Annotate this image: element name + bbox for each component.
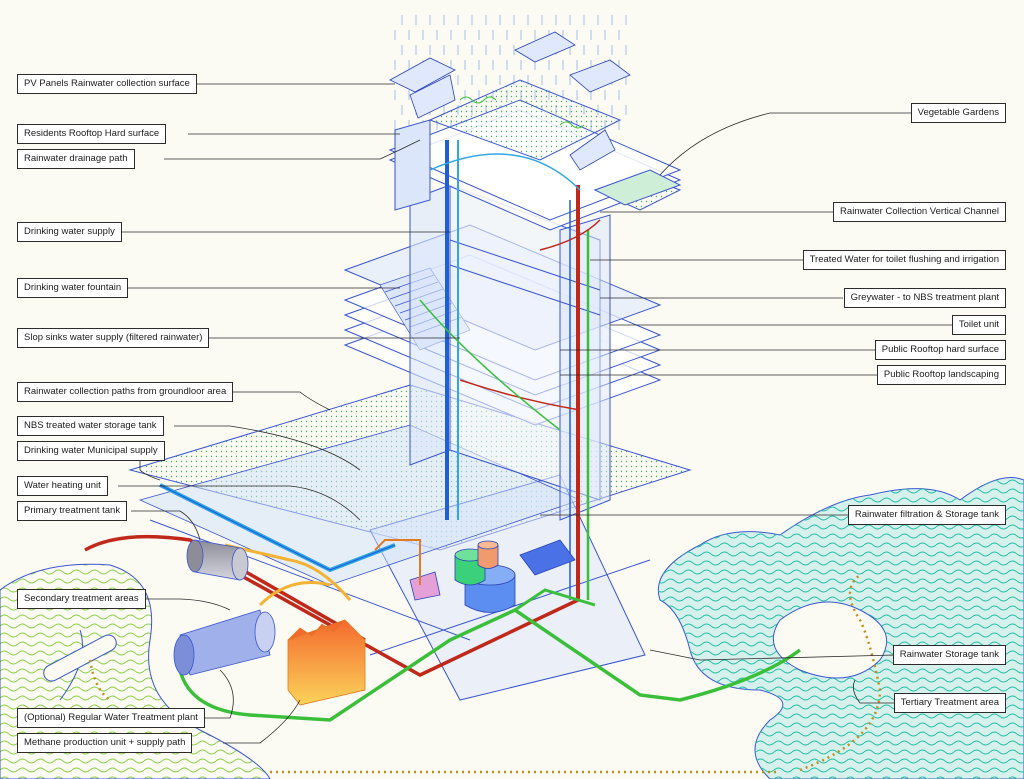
label-public-landscaping: Public Rooftop landscaping: [876, 365, 1006, 385]
label-nbs-storage: NBS treated water storage tank: [17, 416, 164, 436]
label-water-heating: Water heating unit: [17, 476, 108, 496]
label-municipal-supply: Drinking water Municipal supply: [17, 441, 165, 461]
methane-production-unit: [287, 619, 366, 706]
heating-lines: [224, 543, 352, 607]
wetland-island: [772, 601, 888, 679]
label-storage-tank: Rainwater Storage tank: [892, 645, 1006, 665]
leader-lines: [118, 83, 955, 744]
label-pv-panels: PV Panels Rainwater collection surface: [17, 74, 197, 94]
label-ground-collection: Rainwater collection paths from groundlo…: [17, 382, 234, 402]
label-vegetable-gardens: Vegetable Gardens: [910, 103, 1006, 123]
label-residents-rooftop: Residents Rooftop Hard surface: [17, 124, 167, 144]
label-drinking-fountain: Drinking water fountain: [17, 278, 129, 298]
tertiary-flow: [270, 574, 882, 774]
label-tertiary-area: Tertiary Treatment area: [893, 693, 1006, 713]
label-public-hard: Public Rooftop hard surface: [874, 340, 1006, 360]
treated-water-line: [178, 607, 802, 722]
vegetable-garden: [593, 169, 682, 206]
pv-panels: [389, 31, 631, 171]
storage-tanks: [409, 539, 576, 613]
label-rain-drainage: Rainwater drainage path: [17, 149, 135, 169]
primary-treatment-tank: [186, 539, 249, 581]
label-drinking-supply: Drinking water supply: [17, 222, 122, 242]
label-filtration-tank: Rainwater filtration & Storage tank: [847, 505, 1006, 525]
label-toilet-unit: Toilet unit: [951, 315, 1006, 335]
label-vertical-channel: Rainwater Collection Vertical Channel: [833, 202, 1006, 222]
label-methane-unit: Methane production unit + supply path: [17, 733, 193, 753]
label-greywater: Greywater - to NBS treatment plant: [843, 288, 1006, 308]
label-optional-plant: (Optional) Regular Water Treatment plant: [17, 708, 205, 728]
label-primary-tank: Primary treatment tank: [17, 501, 128, 521]
regular-treatment-plant: [173, 609, 276, 676]
greywater-line: [84, 534, 579, 677]
label-slop-sinks: Slop sinks water supply (filtered rainwa…: [17, 328, 210, 348]
label-secondary-areas: Secondary treatment areas: [17, 589, 146, 609]
label-treated-toilet: Treated Water for toilet flushing and ir…: [802, 250, 1006, 270]
